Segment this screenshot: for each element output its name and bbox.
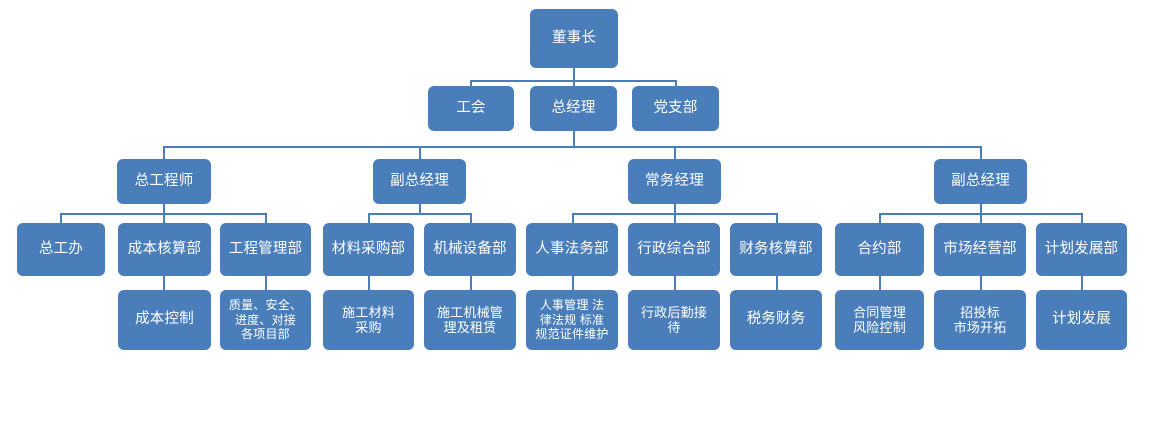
node-labor-union[interactable]: 工会 <box>428 86 514 131</box>
connector-level3-bus <box>163 146 981 148</box>
connector-to-cost-accounting <box>163 213 165 223</box>
connector-to-chief-eng-office <box>60 213 62 223</box>
node-hr-law-standards[interactable]: 人事管理 法 律法规 标准 规范证件维护 <box>526 290 618 350</box>
connector-gm-down <box>573 131 575 146</box>
node-general-manager[interactable]: 总经理 <box>530 86 617 131</box>
node-engineering-mgmt-dept[interactable]: 工程管理部 <box>220 223 311 276</box>
connector-machinery-equipment-down <box>470 276 472 290</box>
connector-to-admin-general <box>674 213 676 223</box>
node-contract-mgmt-risk-control[interactable]: 合同管理 风险控制 <box>835 290 924 350</box>
connector-cost-accounting-down <box>163 276 165 290</box>
connector-to-material-purchasing <box>368 213 370 223</box>
connector-contract-dept-down <box>879 276 881 290</box>
connector-deputy-right-down <box>980 204 982 213</box>
node-chairman[interactable]: 董事长 <box>530 9 618 68</box>
node-construction-machinery-mgmt[interactable]: 施工机械管 理及租赁 <box>424 290 516 350</box>
node-party-branch[interactable]: 党支部 <box>632 86 719 131</box>
connector-to-labor-union <box>470 80 472 90</box>
connector-to-contract-dept <box>879 213 881 223</box>
connector-hr-legal-down <box>572 276 574 290</box>
connector-chairman-down <box>573 68 575 80</box>
node-executive-manager[interactable]: 常务经理 <box>628 159 721 204</box>
node-contract-dept[interactable]: 合约部 <box>835 223 924 276</box>
node-chief-engineer[interactable]: 总工程师 <box>117 159 211 204</box>
node-cost-accounting-dept[interactable]: 成本核算部 <box>118 223 211 276</box>
node-tax-finance[interactable]: 税务财务 <box>730 290 822 350</box>
node-deputy-gm-right[interactable]: 副总经理 <box>934 159 1027 204</box>
connector-planning-development-down <box>1081 276 1083 290</box>
node-cost-control[interactable]: 成本控制 <box>118 290 211 350</box>
connector-to-general-manager <box>573 80 575 90</box>
node-construction-material-purchase[interactable]: 施工材料 采购 <box>323 290 414 350</box>
connector-executive-manager-down <box>674 204 676 213</box>
connector-to-executive-manager <box>674 146 676 159</box>
connector-deputy-left-down <box>419 204 421 213</box>
connector-finance-accounting-down <box>776 276 778 290</box>
connector-to-party-branch <box>675 80 677 90</box>
connector-to-deputy-gm-left <box>419 146 421 159</box>
connector-deputy-left-bus <box>368 213 471 215</box>
connector-to-chief-engineer <box>163 146 165 159</box>
connector-to-market-operation <box>980 213 982 223</box>
node-admin-general-dept[interactable]: 行政综合部 <box>628 223 720 276</box>
connector-chief-engineer-down <box>163 204 165 213</box>
node-planning-development-dept[interactable]: 计划发展部 <box>1036 223 1127 276</box>
node-admin-logistics-reception[interactable]: 行政后勤接 待 <box>628 290 720 350</box>
connector-engineering-mgmt-down <box>265 276 267 290</box>
node-market-operation-dept[interactable]: 市场经营部 <box>934 223 1026 276</box>
node-planning-development[interactable]: 计划发展 <box>1036 290 1127 350</box>
node-bidding-market-expansion[interactable]: 招投标 市场开拓 <box>934 290 1026 350</box>
node-chief-eng-office[interactable]: 总工办 <box>17 223 105 276</box>
node-quality-safety-progress[interactable]: 质量、安全、 进度、对接 各项目部 <box>220 290 311 350</box>
connector-to-machinery-equipment <box>470 213 472 223</box>
connector-to-engineering-mgmt <box>265 213 267 223</box>
node-finance-accounting-dept[interactable]: 财务核算部 <box>730 223 822 276</box>
connector-admin-general-down <box>674 276 676 290</box>
node-material-purchasing-dept[interactable]: 材料采购部 <box>323 223 414 276</box>
node-deputy-gm-left[interactable]: 副总经理 <box>373 159 466 204</box>
connector-to-finance-accounting <box>776 213 778 223</box>
connector-to-deputy-gm-right <box>980 146 982 159</box>
connector-material-purchasing-down <box>368 276 370 290</box>
connector-market-operation-down <box>980 276 982 290</box>
node-hr-legal-dept[interactable]: 人事法务部 <box>526 223 618 276</box>
connector-to-planning-development <box>1081 213 1083 223</box>
connector-to-hr-legal <box>572 213 574 223</box>
node-machinery-equipment-dept[interactable]: 机械设备部 <box>424 223 516 276</box>
